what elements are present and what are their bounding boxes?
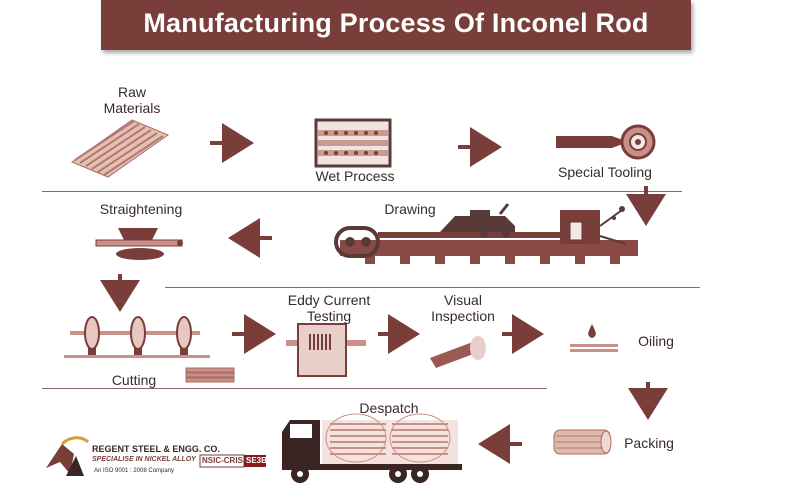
label-visual-inspection: Visual Inspection [431,292,495,324]
logo-company-name: REGENT STEEL & ENGG. CO. [92,444,220,454]
oiling-drop-icon [570,324,618,352]
logo-iso: An ISO 9001 : 2008 Company [94,468,175,474]
se3b-badge-text: SE3B [246,456,267,465]
regent-logo-mark [46,436,90,476]
label-despatch: Despatch [359,400,419,416]
label-wet-process: Wet Process [315,168,395,184]
straightening-illustration [95,228,183,260]
label-eddy-current-testing: Eddy Current Testing [287,292,371,324]
page-title: Manufacturing Process Of Inconel Rod [143,8,649,38]
cutting-illustration [64,316,235,383]
divider-row-1 [42,191,682,192]
logo-tagline: SPECIALISE IN NICKEL ALLOY [92,456,196,463]
despatch-truck-icon [282,413,462,483]
wet-process-tank-icon [314,118,392,168]
divider-row-2 [165,287,700,288]
nsic-badge-text: NSIC-CRISIL [202,456,250,465]
label-drawing: Drawing [384,201,436,217]
label-straightening: Straightening [99,201,183,217]
packing-bundle-icon [553,429,612,455]
title-banner: Manufacturing Process Of Inconel Rod [101,0,691,50]
divider-row-3 [42,388,547,389]
label-cutting: Cutting [111,372,157,388]
visual-inspection-rod-icon [430,336,486,368]
raw-materials-illustration [70,119,170,178]
eddy-current-tester-icon [286,323,366,377]
special-tooling-icon [556,124,656,160]
drawing-machine-illustration [334,203,638,264]
label-raw-materials: Raw Materials [103,84,161,116]
se3b-badge-frame [244,455,266,467]
label-packing: Packing [624,435,674,451]
label-special-tooling: Special Tooling [558,164,652,180]
flow-arrows [100,123,668,464]
label-oiling: Oiling [638,333,674,349]
